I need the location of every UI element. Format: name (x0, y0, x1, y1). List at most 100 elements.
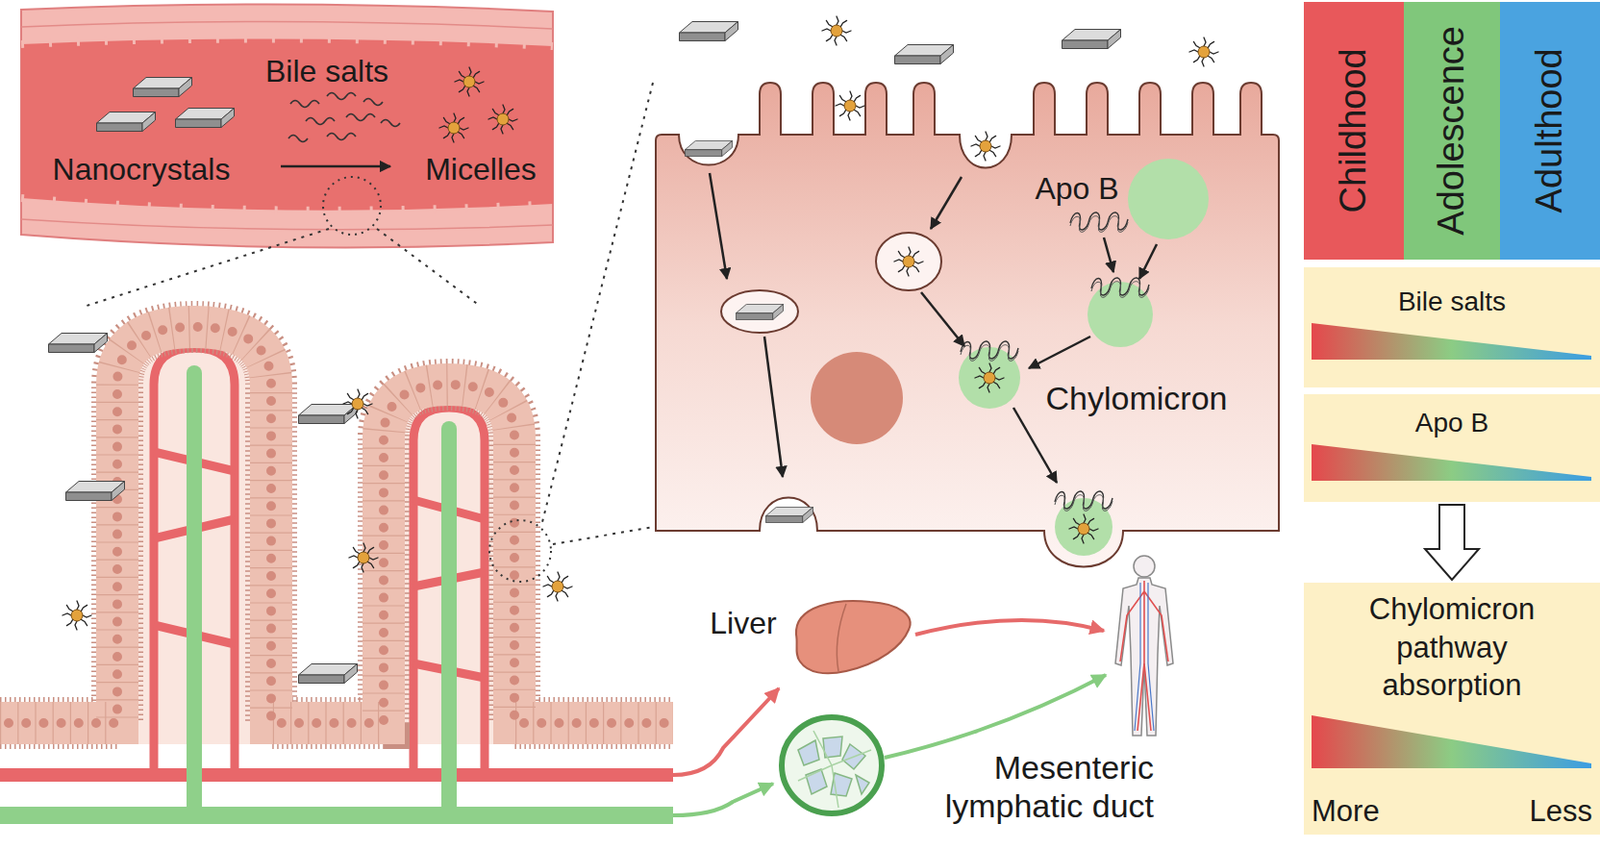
human-body (1133, 555, 1155, 577)
micelle (822, 16, 1219, 544)
trend-panel: Chylomicron pathway absorptionMore Less (1303, 582, 1600, 835)
human-body (1134, 582, 1154, 731)
zoom-line (541, 82, 654, 545)
bile-salt-molecules (290, 100, 320, 108)
micelle (62, 389, 573, 630)
transport-arrow (1139, 244, 1157, 279)
micelle (543, 572, 573, 601)
intestinal-villi (0, 326, 674, 724)
trend-panel: Apo B (1303, 394, 1600, 502)
zoom-line (86, 228, 480, 306)
micelle (1069, 514, 1099, 544)
lymph-node (781, 717, 882, 814)
micelle (971, 131, 1000, 161)
transport-arrow (1013, 407, 1057, 483)
intestinal-villi (0, 806, 674, 825)
apolipoprotein-b (1054, 491, 1113, 511)
panel-title: Bile salts (1303, 286, 1600, 318)
scale-end: Less (1529, 794, 1593, 829)
panel-title: Chylomicron pathway absorption (1336, 590, 1568, 705)
enterocyte-cell (810, 351, 903, 445)
nanocrystal (735, 303, 783, 320)
transport-arrow (709, 173, 727, 279)
micelle (835, 91, 865, 121)
transport-arrow (1103, 237, 1114, 273)
apolipoprotein-b (960, 212, 1150, 511)
intestine-tube (21, 38, 553, 47)
enterocyte-cell (655, 82, 1279, 568)
intestine-tube (21, 3, 553, 248)
nanocrystal (97, 77, 235, 132)
nanocrystal (49, 333, 358, 684)
lymph-node (781, 717, 882, 814)
micelle (975, 363, 1004, 393)
lymph-node (798, 730, 872, 808)
age-band: Adulthood (1500, 1, 1600, 260)
micelle (439, 67, 518, 143)
age-band: Adolescence (1403, 1, 1500, 260)
intestine-tube (21, 3, 553, 248)
human-body (1115, 555, 1174, 736)
circulation-arrow (673, 783, 774, 816)
nanocrystal (679, 22, 739, 42)
bile-salt-molecules (326, 133, 356, 141)
nanocrystal (1062, 29, 1122, 50)
intestinal-villi (0, 326, 674, 745)
circulation-arrow (673, 688, 779, 775)
part-label: Apo B (1014, 171, 1140, 207)
micelle (349, 543, 378, 573)
age-band: Childhood (1303, 1, 1404, 260)
bile-salt-molecules (305, 118, 335, 125)
intestinal-villi (186, 373, 202, 816)
intestinal-villi (0, 326, 674, 724)
lymph-node (855, 775, 870, 795)
trend-wedge (1311, 323, 1592, 360)
enterocyte-cell (1127, 158, 1209, 240)
age-label: Adolescence (1430, 25, 1474, 236)
bile-salt-molecules (363, 99, 383, 106)
intestinal-villi (0, 768, 674, 782)
part-label: Micelles (408, 151, 553, 188)
panel-title: Apo B (1303, 407, 1600, 439)
intestinal-villi (0, 326, 674, 724)
lymph-node (798, 736, 870, 797)
micelle (439, 113, 469, 143)
intestinal-villi (0, 326, 674, 724)
part-label: Chylomicron (1016, 379, 1257, 418)
scale-end: More (1311, 794, 1380, 829)
intestine-tube (21, 21, 553, 29)
zoom-circle (323, 176, 381, 235)
circulation-arrow (884, 675, 1106, 758)
age-label: Childhood (1332, 48, 1375, 213)
nanocrystal (679, 22, 1122, 524)
enterocyte-cell (655, 82, 1279, 568)
bile-salt-molecules (288, 93, 400, 143)
nanocrystal (97, 112, 156, 132)
bile-salt-molecules (346, 114, 375, 122)
nanocrystal (895, 45, 954, 65)
nanocrystal (133, 77, 193, 98)
micelle (454, 67, 484, 97)
enterocyte-cell (875, 232, 942, 291)
block-arrow (1425, 504, 1479, 580)
intestinal-villi (0, 326, 674, 816)
part-label: Nanocrystals (16, 151, 267, 188)
apolipoprotein-b (1070, 212, 1128, 232)
human-body (1120, 580, 1169, 731)
enterocyte-cell (721, 290, 799, 333)
part-label: Mesenteric lymphatic duct (884, 748, 1154, 825)
nanocrystal (49, 333, 108, 353)
bile-salt-molecules (326, 93, 356, 100)
nanocrystal (299, 664, 358, 684)
intestinal-villi (441, 428, 457, 816)
micelle (1189, 37, 1219, 67)
human-body (1115, 577, 1174, 736)
transport-arrow (709, 173, 1157, 483)
part-label: Liver (697, 605, 790, 642)
conversion-arrow (280, 165, 391, 169)
transport-arrow (930, 176, 962, 229)
micelle (894, 247, 924, 276)
liver (796, 600, 911, 674)
nanocrystal (765, 506, 813, 523)
transport-arrow (764, 336, 783, 477)
